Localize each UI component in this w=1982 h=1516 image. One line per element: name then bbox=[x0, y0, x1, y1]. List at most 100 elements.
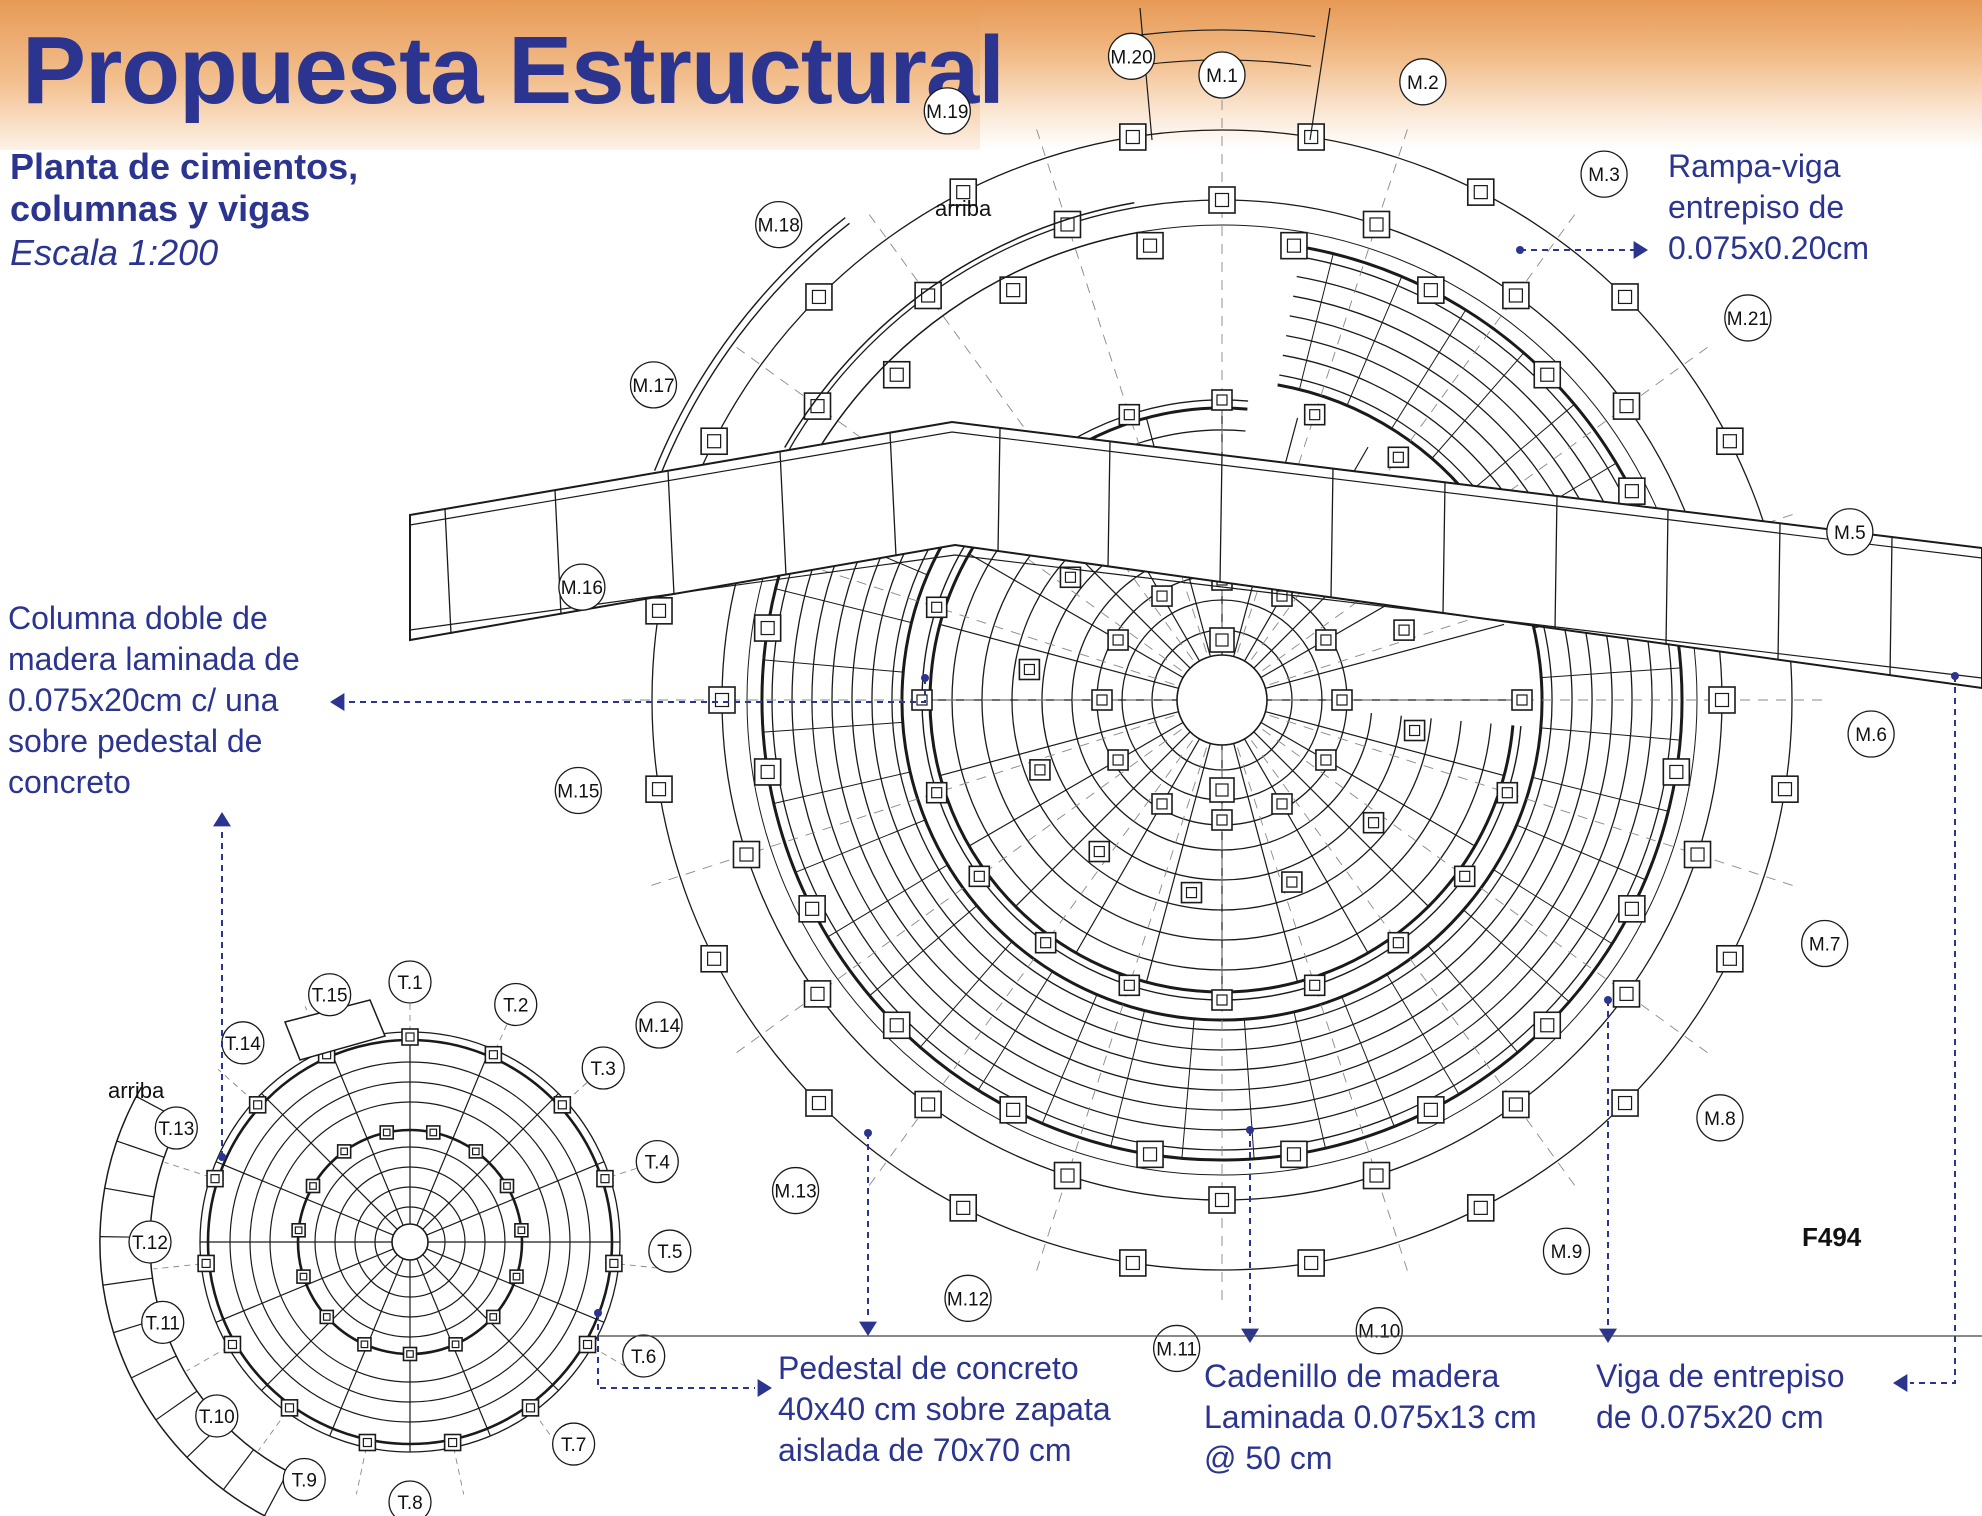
small-inner-pad bbox=[485, 1309, 501, 1325]
column-pad-inner bbox=[760, 620, 775, 636]
columna-leader-arrow bbox=[330, 693, 345, 711]
small-stair-step bbox=[155, 1390, 198, 1421]
small-inner-pad-inner bbox=[429, 1128, 438, 1137]
bubble-m-19-bubble bbox=[923, 87, 971, 135]
ramp-joist bbox=[1243, 1019, 1255, 1159]
column-pad bbox=[1362, 210, 1391, 239]
column-pad bbox=[882, 360, 911, 389]
subtitle-line-2: columnas y vigas bbox=[10, 188, 311, 229]
ramp-joist bbox=[1493, 869, 1613, 945]
column-pad bbox=[1303, 403, 1326, 426]
bubble-t-5-bubble bbox=[648, 1229, 692, 1273]
column-pad-inner bbox=[739, 847, 754, 862]
inner-ring-1 bbox=[1071, 549, 1373, 851]
bubble-m-10-bubble bbox=[1355, 1307, 1403, 1355]
column-pad bbox=[1511, 689, 1533, 711]
column-pad bbox=[925, 781, 948, 804]
walkway-segment bbox=[1330, 468, 1334, 598]
spoke-16 bbox=[1015, 731, 1191, 907]
column-pad-inner bbox=[1473, 1200, 1488, 1215]
bubble-m-10: M.10 bbox=[1358, 1322, 1400, 1343]
bubble-t-2: T.2 bbox=[503, 995, 528, 1016]
pedestal-small-leader bbox=[597, 1313, 755, 1389]
small-column-pad-inner bbox=[448, 1437, 458, 1448]
ramp-joist bbox=[775, 588, 912, 624]
bubble-t-6-bubble bbox=[622, 1334, 666, 1378]
small-column-pad bbox=[280, 1399, 299, 1417]
column-pad bbox=[1118, 974, 1141, 997]
column-pad-inner bbox=[1619, 399, 1634, 414]
ramp-joist bbox=[1427, 944, 1519, 1053]
column-pad-inner bbox=[1398, 624, 1410, 636]
bubble-m-16-bubble bbox=[558, 563, 606, 611]
bubble-t-11: T.11 bbox=[145, 1313, 180, 1334]
bubble-t-14: T.14 bbox=[225, 1034, 261, 1055]
central-ring bbox=[1176, 654, 1268, 746]
ramp-joist bbox=[827, 864, 948, 938]
pedestal-line-1: Pedestal de concreto bbox=[778, 1350, 1079, 1386]
viga-line-2: de 0.075x20 cm bbox=[1596, 1399, 1824, 1435]
small-inner-pad-inner bbox=[503, 1182, 511, 1190]
bubble-m-12: M.12 bbox=[947, 1289, 989, 1310]
small-grid-line bbox=[565, 1069, 603, 1102]
column-pad bbox=[1119, 123, 1147, 151]
column-pad-inner bbox=[1216, 994, 1228, 1006]
small-column-pad bbox=[248, 1096, 267, 1114]
ramp-joist bbox=[795, 819, 926, 873]
small-inner-pad-inner bbox=[517, 1226, 526, 1235]
column-pad bbox=[999, 1096, 1027, 1124]
walkway-segment bbox=[997, 427, 1001, 552]
column-pad bbox=[1502, 1090, 1530, 1119]
column-pad-inner bbox=[1516, 694, 1528, 706]
column-pad-inner bbox=[1714, 692, 1730, 708]
small-inner-pad bbox=[296, 1269, 311, 1284]
column-pad bbox=[753, 758, 782, 786]
column-pad bbox=[1151, 585, 1173, 607]
column-pad bbox=[700, 427, 728, 456]
small-inner-pad bbox=[509, 1269, 524, 1284]
column-pad-inner bbox=[1320, 754, 1332, 766]
small-inner-pad-inner bbox=[471, 1147, 480, 1156]
small-inner-pad-inner bbox=[294, 1226, 303, 1235]
column-pad-inner bbox=[1508, 1097, 1523, 1112]
rampa-line-1: Rampa-viga bbox=[1668, 148, 1841, 184]
small-grid-line bbox=[217, 1069, 255, 1102]
pedestal-small-arrow bbox=[757, 1379, 772, 1397]
column-pad bbox=[1059, 566, 1082, 589]
column-pad-inner bbox=[760, 764, 775, 780]
small-spoke bbox=[215, 1161, 394, 1236]
column-pad-inner bbox=[1286, 876, 1298, 888]
walkway-segment bbox=[1554, 495, 1558, 630]
column-pad-inner bbox=[1777, 782, 1793, 797]
bubble-t-7: T.7 bbox=[561, 1435, 586, 1456]
column-pad-inner bbox=[707, 434, 722, 449]
column-pad-inner bbox=[1501, 787, 1513, 799]
small-column-pad bbox=[596, 1169, 614, 1188]
column-pad-inner bbox=[811, 1095, 827, 1111]
column-pad bbox=[700, 944, 728, 973]
small-inner-pad bbox=[291, 1222, 306, 1238]
column-pad bbox=[732, 840, 761, 869]
column-pad bbox=[1018, 658, 1041, 681]
column-pad bbox=[1716, 944, 1744, 973]
column-pad-inner bbox=[1125, 1255, 1140, 1271]
column-pad-inner bbox=[1006, 283, 1021, 298]
column-pad bbox=[1088, 840, 1111, 863]
column-pad bbox=[914, 1090, 942, 1119]
column-pad-inner bbox=[1023, 663, 1036, 676]
column-pad bbox=[1315, 749, 1337, 771]
bubble-t-12-bubble bbox=[128, 1220, 172, 1264]
column-pad bbox=[1618, 895, 1646, 923]
small-inner-pad bbox=[379, 1125, 395, 1140]
column-pad bbox=[1297, 1249, 1325, 1277]
annotation-rampa: Rampa-viga entrepiso de 0.075x0.20cm bbox=[1668, 146, 1869, 269]
walkway-segment bbox=[1107, 441, 1111, 567]
column-pad bbox=[805, 283, 833, 311]
small-column-pad bbox=[484, 1045, 503, 1064]
column-pad bbox=[1771, 775, 1799, 803]
bubble-m-2-bubble bbox=[1399, 58, 1447, 106]
column-pad bbox=[1403, 719, 1426, 742]
walkway-rail-top bbox=[409, 431, 1982, 559]
bubble-t-11-bubble bbox=[141, 1300, 185, 1344]
bubble-t-1: T.1 bbox=[397, 973, 422, 994]
